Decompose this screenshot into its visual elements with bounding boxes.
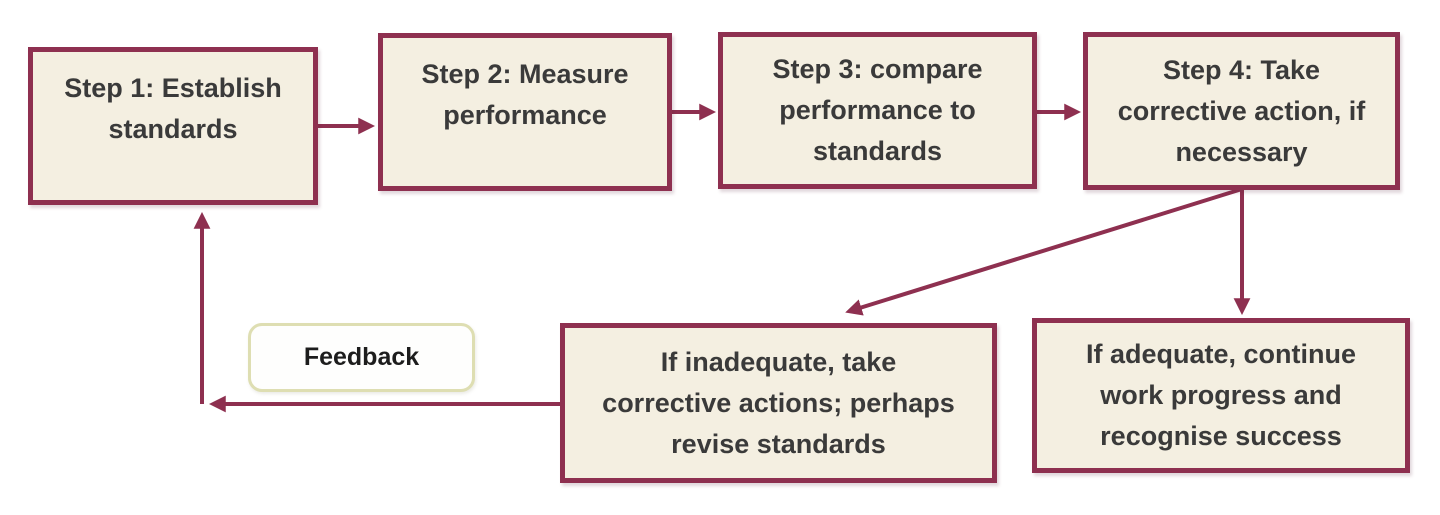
node-step2: Step 2: Measure performance: [378, 33, 672, 191]
node-step3: Step 3: compare performance to standards: [718, 32, 1037, 189]
node-if-inadequate: If inadequate, take corrective actions; …: [560, 323, 997, 483]
node-step4: Step 4: Take corrective action, if neces…: [1083, 32, 1400, 190]
node-step1: Step 1: Establish standards: [28, 47, 318, 205]
arrow-step4-to-inadequate: [845, 187, 1243, 316]
node-feedback-label: Feedback: [248, 323, 475, 392]
node-if-adequate: If adequate, continue work progress and …: [1032, 318, 1410, 473]
